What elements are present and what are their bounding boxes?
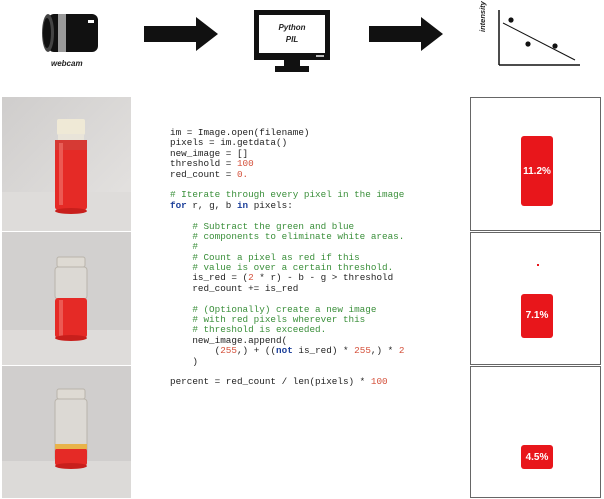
code-token: )	[170, 355, 198, 367]
webcam-icon	[42, 14, 100, 54]
code-token: 2	[248, 272, 254, 284]
red-mask-shape	[521, 136, 553, 206]
code-token: pixels:	[248, 199, 293, 211]
code-token: new_image.append(	[170, 334, 288, 346]
vial-photo-3	[2, 366, 131, 498]
code-line: threshold = 100	[170, 158, 404, 170]
code-line: red_count += is_red	[170, 282, 404, 294]
code-token: 255	[354, 345, 371, 357]
red-speck	[537, 264, 539, 266]
intensity-chart-icon	[495, 10, 580, 72]
result-percent-1: 11.2%	[523, 166, 551, 177]
vial-photo-1	[2, 97, 131, 231]
vial-photo-2	[2, 232, 131, 365]
arrow-right-icon	[144, 17, 218, 51]
code-token: * r) - b - g > threshold	[253, 272, 394, 284]
result-panel-1: 11.2%	[470, 97, 601, 231]
code-line: new_image.append(	[170, 334, 404, 346]
code-line: # Count a pixel as red if this	[170, 251, 404, 263]
code-token: pixels = im.getdata()	[170, 137, 288, 149]
code-token: 2	[398, 345, 405, 357]
code-line: )	[170, 355, 404, 367]
code-token: # value is over a certain threshold.	[170, 262, 394, 274]
code-line: # components to eliminate white areas.	[170, 230, 405, 242]
code-token: 100	[370, 376, 388, 388]
code-line: # Subtract the green and blue	[170, 220, 404, 232]
code-token: ,) *	[370, 345, 399, 357]
chart-ylabel: intensity	[478, 1, 487, 32]
code-token: threshold =	[170, 158, 237, 170]
code-line: for r, g, b in pixels:	[170, 199, 404, 211]
code-line: is_red = (2 * r) - b - g > threshold	[170, 273, 404, 283]
code-token: red_count =	[170, 168, 237, 180]
arrow-right-icon	[369, 17, 443, 51]
code-token: r, g, b	[186, 199, 237, 211]
code-token: is_red = (	[170, 272, 249, 284]
result-percent-2: 7.1%	[525, 310, 549, 321]
monitor-icon	[254, 10, 330, 72]
result-percent-3: 4.5%	[525, 452, 549, 463]
result-panel-2: 7.1%	[470, 232, 601, 365]
code-token: #	[170, 241, 198, 253]
code-token: 100	[236, 158, 254, 170]
result-panel-3: 4.5%	[470, 366, 601, 498]
code-line: # (Optionally) create a new image	[170, 303, 404, 315]
code-token: im = Image.open(filename)	[170, 127, 310, 138]
code-token: # components to eliminate white areas.	[170, 230, 405, 242]
code-token: # (Optionally) create a new image	[170, 303, 377, 315]
code-token: percent = red_count / len(pixels) *	[170, 376, 371, 388]
code-line: # Iterate through every pixel in the ima…	[170, 190, 404, 200]
red-mask-shape	[521, 294, 553, 338]
pil-label: PIL	[285, 35, 299, 44]
code-line: red_count = 0.	[170, 168, 404, 180]
code-token: is_red) *	[292, 345, 355, 357]
code-line: percent = red_count / len(pixels) * 100	[170, 377, 404, 387]
code-line: new_image = []	[170, 147, 404, 159]
webcam-label: webcam	[51, 59, 83, 68]
code-token: ,) + ((	[236, 345, 277, 357]
code-token: # Count a pixel as red if this	[170, 251, 360, 263]
red-mask-shape	[521, 445, 553, 469]
code-line: # threshold is exceeded.	[170, 325, 404, 335]
code-token: new_image = []	[170, 147, 249, 159]
code-line: pixels = im.getdata()	[170, 138, 404, 148]
code-line: # with red pixels wherever this	[170, 314, 404, 326]
code-token: # Iterate through every pixel in the ima…	[170, 189, 405, 201]
code-line: #	[170, 242, 404, 252]
code-token: not	[276, 345, 293, 357]
code-line: im = Image.open(filename)	[170, 127, 404, 138]
code-token: # with red pixels wherever this	[170, 314, 366, 326]
code-token: red_count += is_red	[170, 282, 299, 294]
python-label: Python	[278, 23, 306, 32]
code-line: # value is over a certain threshold.	[170, 262, 404, 274]
code-token: for	[170, 199, 187, 211]
code-token: in	[236, 199, 249, 211]
code-token: 0.	[236, 168, 249, 180]
code-token: # Subtract the green and blue	[170, 220, 355, 232]
code-token: # threshold is exceeded.	[170, 324, 327, 336]
code-token: (	[170, 345, 221, 357]
code-token: 255	[220, 345, 237, 357]
code-block: im = Image.open(filename)pixels = im.get…	[170, 127, 405, 388]
code-line: (255,) + ((not is_red) * 255,) * 2	[170, 345, 405, 357]
